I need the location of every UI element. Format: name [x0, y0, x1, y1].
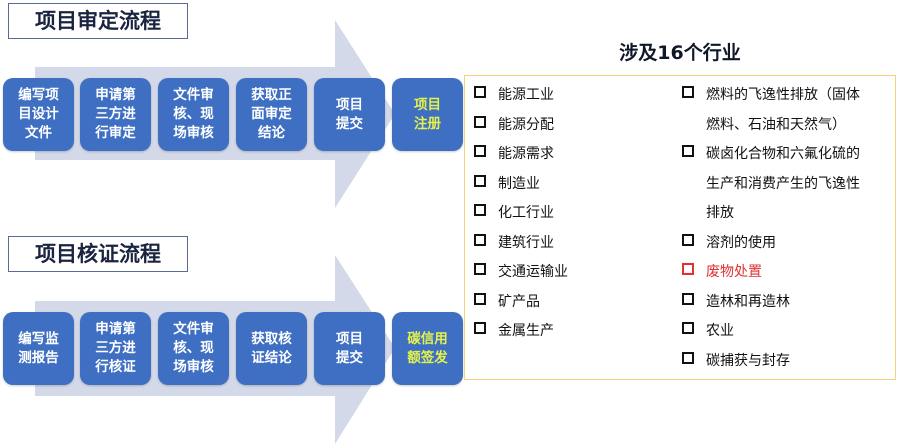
industry-label: 交通运输业 [498, 264, 568, 280]
approval-step-6: 项目 注册 [392, 78, 463, 151]
industry-label: 建筑行业 [498, 234, 554, 251]
industry-item: 生产和消费产生的飞逸性 [682, 170, 860, 200]
industry-label: 化工行业 [498, 205, 554, 221]
industry-item: 建筑行业 [474, 229, 554, 259]
industry-item: 能源需求 [474, 140, 554, 170]
industry-label: 废物处置 [706, 264, 762, 280]
approval-process-title: 项目审定流程 [8, 3, 188, 39]
checkbox-icon [474, 322, 486, 334]
industry-item: 制造业 [474, 170, 540, 200]
industry-item: 能源分配 [474, 111, 554, 141]
industry-label: 能源需求 [498, 146, 554, 162]
industry-item: 交通运输业 [474, 258, 568, 288]
checkbox-icon [474, 174, 486, 187]
industries-panel [464, 75, 896, 380]
approval-step-2: 申请第 三方进 行审定 [80, 78, 151, 151]
industry-label: 造林和再造林 [706, 293, 790, 310]
industry-item: 排放 [682, 199, 734, 229]
verification-step-6: 碳信用 额签发 [392, 312, 463, 385]
industry-item: 化工行业 [474, 199, 554, 229]
industry-label: 能源工业 [498, 87, 554, 103]
industries-title: 涉及16个行业 [619, 42, 741, 64]
industry-item: 燃料的飞逸性排放（固体 [682, 81, 860, 111]
checkbox-icon [474, 145, 486, 157]
industry-item: 燃料、石油和天然气） [682, 111, 846, 141]
industry-label: 排放 [706, 205, 734, 221]
industry-label: 碳捕获与封存 [706, 352, 790, 369]
checkbox-icon [682, 292, 694, 305]
industry-item: 能源工业 [474, 81, 554, 111]
industry-label: 农业 [706, 323, 734, 339]
industry-item: 碳卤化合物和六氟化硫的 [682, 140, 860, 170]
industry-item: 碳捕获与封存 [682, 347, 790, 377]
industry-label: 溶剂的使用 [706, 234, 776, 251]
industry-item: 金属生产 [474, 317, 554, 347]
checkbox-icon [682, 145, 694, 157]
approval-step-3: 文件审 核、现 场审核 [158, 78, 229, 151]
industry-item: 废物处置 [682, 258, 762, 288]
checkbox-icon [474, 233, 486, 246]
checkbox-icon [474, 263, 486, 275]
checkbox-icon [474, 204, 486, 216]
checkbox-icon [682, 322, 694, 334]
industry-label: 矿产品 [498, 293, 540, 310]
checkbox-icon [682, 233, 694, 246]
industry-label: 制造业 [498, 175, 540, 192]
verification-process-title: 项目核证流程 [8, 236, 188, 272]
checkbox-icon [682, 86, 694, 98]
checkbox-icon [682, 263, 694, 275]
checkbox-icon [682, 351, 694, 364]
verification-step-2: 申请第 三方进 行核证 [80, 312, 151, 385]
checkbox-icon [474, 292, 486, 305]
industry-label: 燃料、石油和天然气） [706, 116, 846, 133]
industry-item: 溶剂的使用 [682, 229, 776, 259]
verification-step-4: 获取核 证结论 [236, 312, 307, 385]
industry-item: 矿产品 [474, 288, 540, 318]
industry-label: 碳卤化合物和六氟化硫的 [706, 146, 860, 162]
checkbox-icon [474, 115, 486, 128]
checkbox-icon [474, 86, 486, 98]
industry-item: 造林和再造林 [682, 288, 790, 318]
verification-step-1: 编写监 测报告 [3, 312, 74, 385]
industry-label: 金属生产 [498, 323, 554, 339]
verification-step-5: 项目 提交 [314, 312, 385, 385]
industry-label: 生产和消费产生的飞逸性 [706, 175, 860, 192]
industry-item: 农业 [682, 317, 734, 347]
verification-step-3: 文件审 核、现 场审核 [158, 312, 229, 385]
industry-label: 燃料的飞逸性排放（固体 [706, 87, 860, 103]
industry-label: 能源分配 [498, 116, 554, 133]
approval-step-4: 获取正 面审定 结论 [236, 78, 307, 151]
approval-step-1: 编写项 目设计 文件 [3, 78, 74, 151]
approval-step-5: 项目 提交 [314, 78, 385, 151]
